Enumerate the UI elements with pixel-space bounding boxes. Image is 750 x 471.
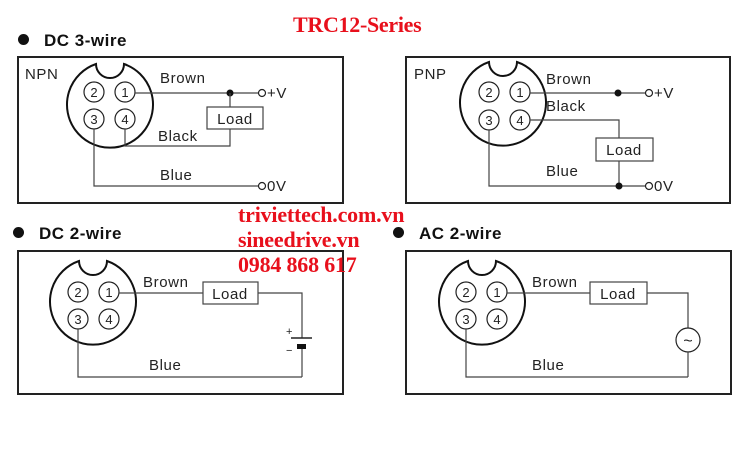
junction-dot [614, 89, 622, 97]
terminal-plus-v [257, 88, 267, 98]
pin-3: 3 [478, 109, 500, 131]
black-wire-label: Black [546, 98, 586, 115]
panel-type-label: PNP [414, 66, 447, 83]
svg-text:2: 2 [485, 85, 492, 100]
panel-npn: NPN 2 1 3 4 Brown +V Load Black Blue [17, 56, 344, 204]
pin-4: 4 [98, 308, 120, 330]
junction-dot [615, 182, 623, 190]
supply-wire [258, 292, 303, 338]
supply-wire [647, 292, 689, 328]
brown-wire-label: Brown [143, 274, 189, 291]
section-heading-ac-2-wire: AC 2-wire [393, 224, 502, 244]
pin-2: 2 [67, 281, 89, 303]
black-wire [124, 129, 231, 147]
watermark-website-2: sineedrive.vn [238, 227, 360, 252]
panel-ac-2-wire: 2 1 3 4 Brown Load ~ Blue [405, 250, 732, 395]
svg-text:3: 3 [74, 312, 81, 327]
svg-text:4: 4 [105, 312, 112, 327]
blue-wire [93, 129, 258, 187]
pin-4: 4 [509, 109, 531, 131]
terminal-label-zero-v: 0V [654, 178, 674, 195]
terminal-label-zero-v: 0V [267, 178, 287, 195]
svg-text:1: 1 [493, 285, 500, 300]
pin-4: 4 [114, 108, 136, 130]
load-label: Load [600, 286, 636, 303]
page-title: TRC12-Series [293, 12, 422, 37]
terminal-zero-v [644, 181, 654, 191]
panel-frame [405, 56, 731, 204]
section-heading-text: DC 2-wire [39, 224, 122, 243]
connector-icon [48, 260, 137, 346]
blue-wire-label: Blue [160, 167, 192, 184]
blue-wire [488, 130, 645, 187]
svg-text:4: 4 [493, 312, 500, 327]
svg-text:1: 1 [516, 85, 523, 100]
blue-wire-label: Blue [532, 357, 564, 374]
watermark-website-1: triviettech.com.vn [238, 202, 405, 227]
panel-type-label: NPN [25, 66, 58, 83]
ac-symbol: ~ [683, 333, 692, 350]
panel-frame [17, 56, 344, 204]
panel-pnp: PNP 2 1 3 4 Brown +V Black Load Blue [405, 56, 731, 204]
blue-wire-label: Blue [546, 163, 578, 180]
load-label: Load [217, 111, 253, 128]
pin-1: 1 [98, 281, 120, 303]
panel-frame [17, 250, 344, 395]
load-label: Load [212, 286, 248, 303]
load-box [595, 137, 654, 162]
pin-2: 2 [478, 81, 500, 103]
load-box [206, 106, 264, 130]
load-label: Load [606, 142, 642, 159]
bullet-icon [13, 227, 24, 238]
black-wire-label: Black [158, 128, 198, 145]
battery-minus-label: − [286, 345, 292, 357]
pin-1: 1 [486, 281, 508, 303]
brown-wire-label: Brown [546, 71, 592, 88]
svg-text:3: 3 [462, 312, 469, 327]
battery-icon: + − [286, 326, 312, 377]
blue-wire-label: Blue [149, 357, 181, 374]
svg-text:2: 2 [462, 285, 469, 300]
black-wire [530, 119, 620, 138]
pin-2: 2 [455, 281, 477, 303]
pin-1: 1 [114, 81, 136, 103]
connector-icon [438, 260, 526, 346]
terminal-zero-v [257, 181, 267, 191]
brown-wire-label: Brown [532, 274, 578, 291]
ac-source-icon: ~ [675, 327, 701, 377]
section-heading-dc-3-wire: DC 3-wire [18, 31, 127, 51]
pin-3: 3 [67, 308, 89, 330]
svg-text:1: 1 [105, 285, 112, 300]
brown-wire-label: Brown [160, 70, 206, 87]
bullet-icon [18, 34, 29, 45]
svg-text:4: 4 [121, 112, 128, 127]
pin-4: 4 [486, 308, 508, 330]
watermark-phone: 0984 868 617 [238, 252, 357, 277]
section-heading-dc-2-wire: DC 2-wire [13, 224, 122, 244]
section-heading-text: AC 2-wire [419, 224, 502, 243]
pin-3: 3 [83, 108, 105, 130]
section-heading-text: DC 3-wire [44, 31, 127, 50]
svg-text:3: 3 [90, 112, 97, 127]
pin-3: 3 [455, 308, 477, 330]
panel-frame [405, 250, 732, 395]
terminal-plus-v [644, 88, 654, 98]
svg-text:2: 2 [74, 285, 81, 300]
blue-wire [77, 329, 302, 378]
battery-plus-label: + [286, 326, 292, 338]
terminal-label-plus-v: +V [654, 85, 674, 102]
panel-dc-2-wire: 2 1 3 4 Brown Load + − Blue [17, 250, 344, 395]
terminal-label-plus-v: +V [267, 85, 287, 102]
pin-2: 2 [83, 81, 105, 103]
svg-text:2: 2 [90, 85, 97, 100]
svg-text:3: 3 [485, 113, 492, 128]
svg-text:4: 4 [516, 113, 523, 128]
pin-1: 1 [509, 81, 531, 103]
bullet-icon [393, 227, 404, 238]
connector-icon [459, 61, 547, 147]
connector-icon [66, 63, 154, 149]
svg-text:1: 1 [121, 85, 128, 100]
blue-wire [465, 329, 688, 378]
